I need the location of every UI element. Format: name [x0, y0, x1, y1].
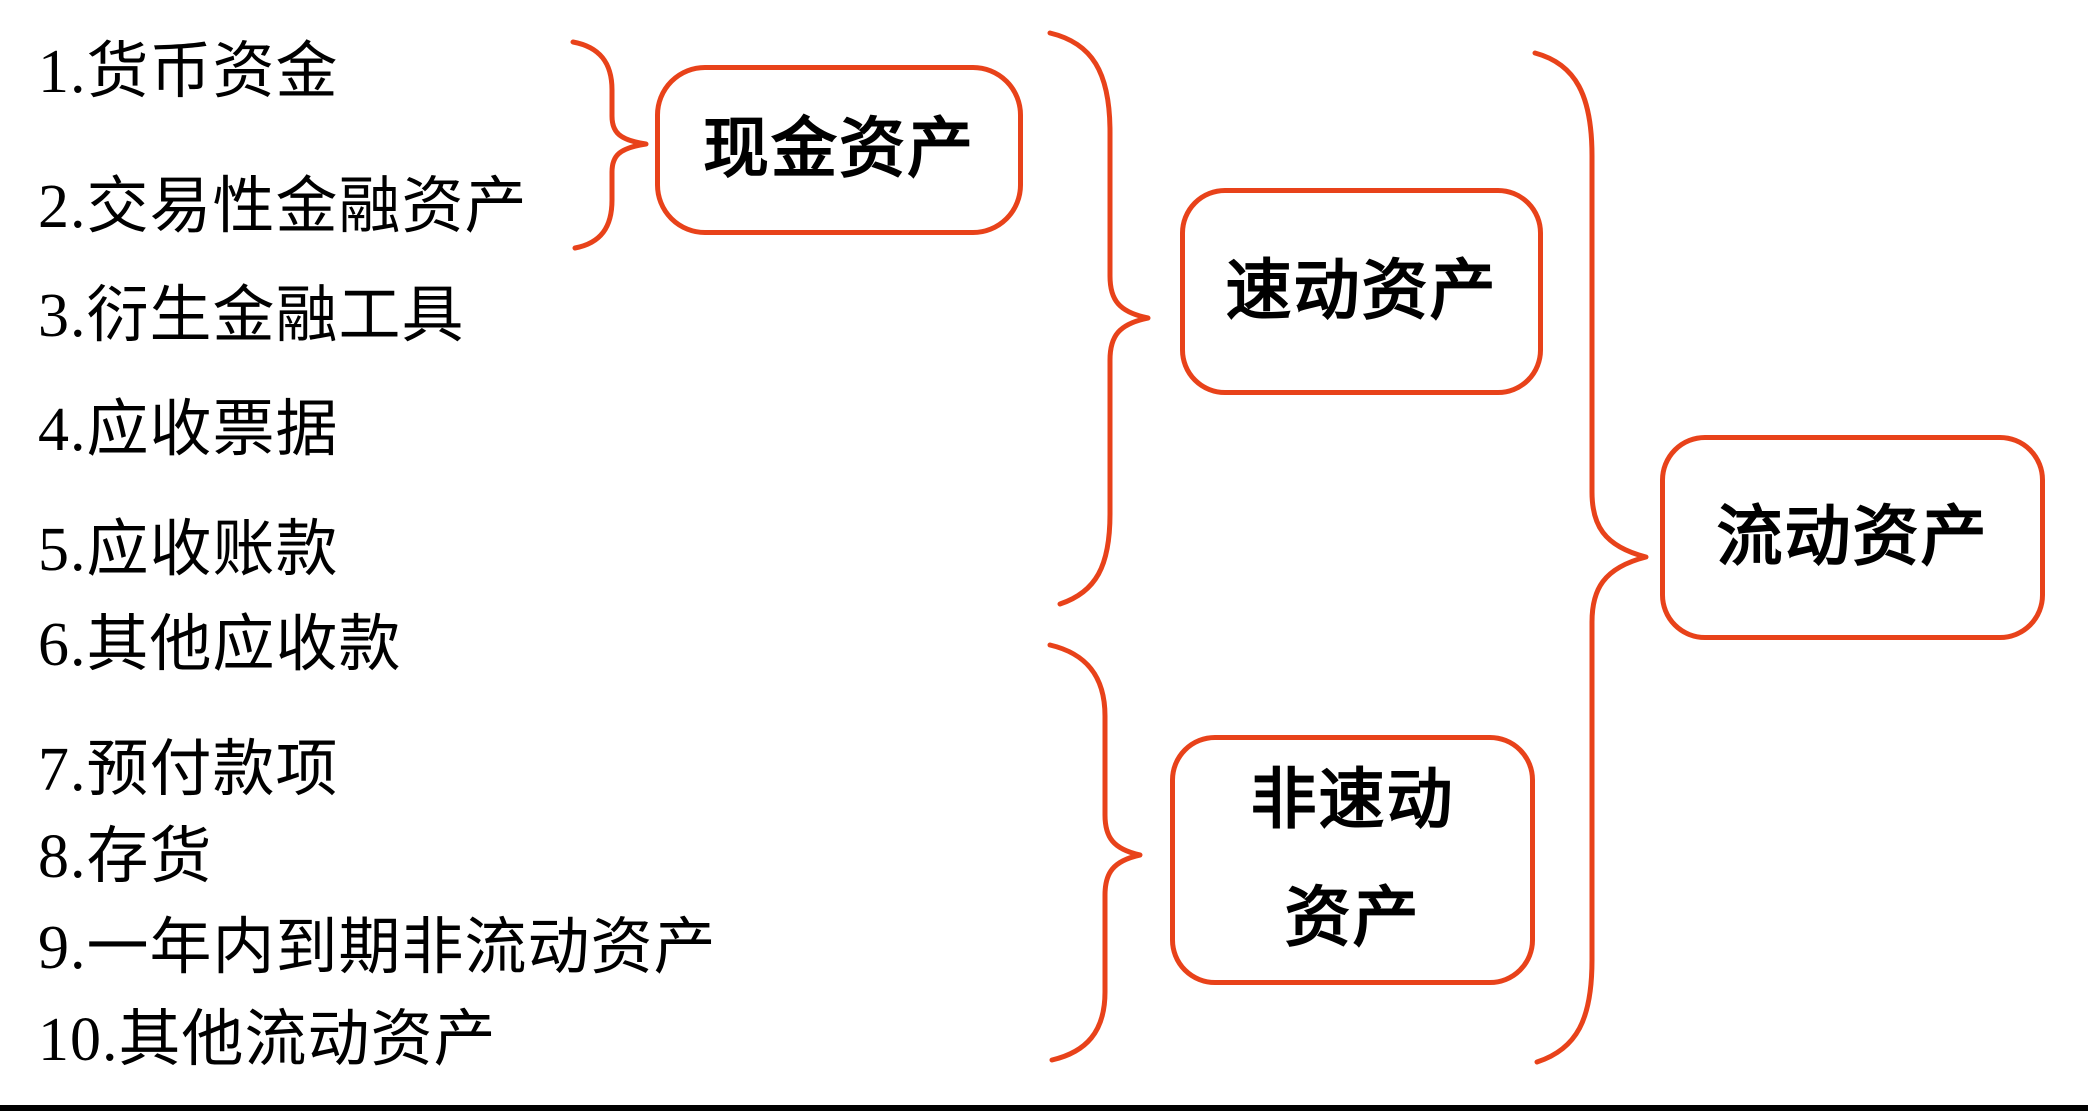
- brace-cash-assets: [570, 39, 649, 251]
- list-item-trading-financial-assets: 2.交易性金融资产: [38, 173, 528, 241]
- current-assets-box: 流动资产: [1660, 435, 2045, 640]
- list-item-other-current-assets: 10.其他流动资产: [38, 1006, 497, 1074]
- quick-assets-label: 速动资产: [1225, 254, 1498, 328]
- quick-assets-box: 速动资产: [1180, 188, 1543, 395]
- list-item-inventory: 8.存货: [38, 823, 213, 891]
- list-item-noncurrent-due-in-year: 9.一年内到期非流动资产: [38, 914, 717, 982]
- current-assets-label: 流动资产: [1716, 500, 1989, 574]
- cash-assets-label: 现金资产: [703, 113, 975, 186]
- list-item-other-receivables: 6.其他应收款: [38, 611, 402, 679]
- non-quick-assets-box: 非速动 资产: [1170, 735, 1535, 985]
- list-item-notes-receivable: 4.应收票据: [38, 396, 339, 464]
- list-item-derivative-instruments: 3.衍生金融工具: [38, 282, 465, 350]
- list-item-monetary-funds: 1.货币资金: [38, 38, 339, 106]
- non-quick-assets-label-line1: 非速动: [1250, 764, 1455, 837]
- bottom-border-line: [0, 1105, 2088, 1111]
- list-item-accounts-receivable: 5.应收账款: [38, 516, 339, 584]
- brace-current-assets: [1532, 50, 1649, 1065]
- brace-non-quick-assets: [1047, 642, 1143, 1063]
- cash-assets-box: 现金资产: [655, 65, 1023, 235]
- brace-quick-assets: [1047, 30, 1151, 607]
- non-quick-assets-label-line2: 资产: [1284, 882, 1421, 955]
- list-item-prepayments: 7.预付款项: [38, 736, 339, 804]
